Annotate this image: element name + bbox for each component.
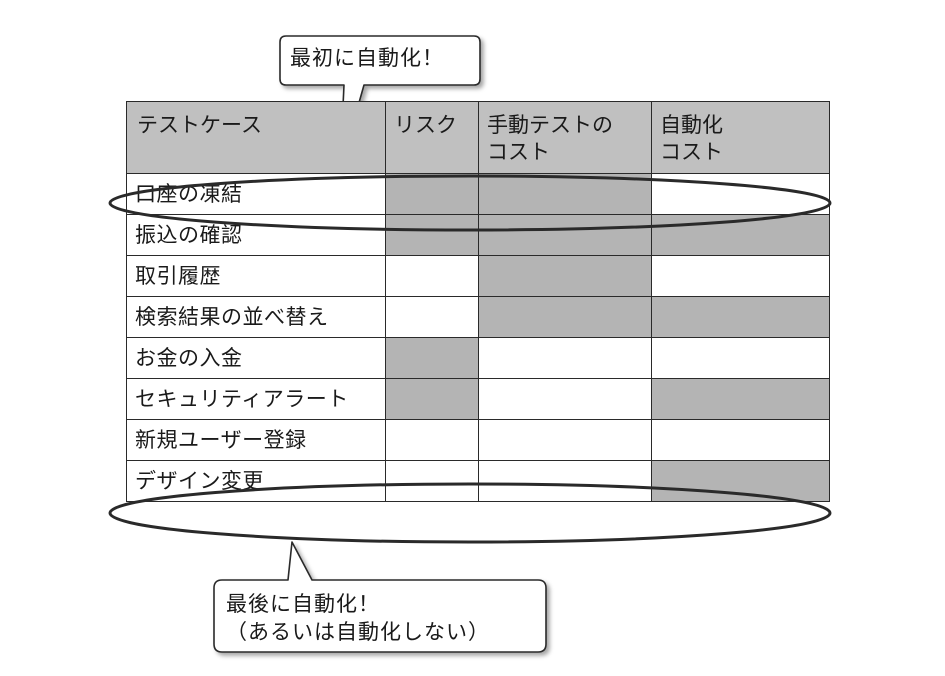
table-row: お金の入金 bbox=[126, 337, 830, 379]
bottom-callout-text: 最後に自動化！ （あるいは自動化しない） bbox=[226, 590, 490, 646]
manual-cost-cell bbox=[478, 296, 652, 338]
manual-cost-cell bbox=[478, 255, 652, 297]
risk-cell bbox=[385, 214, 479, 256]
test-case-name: 取引履歴 bbox=[126, 255, 386, 297]
manual-cost-cell bbox=[478, 214, 652, 256]
manual-cost-cell bbox=[478, 378, 652, 420]
automation-cost-cell bbox=[651, 378, 830, 420]
test-case-name: お金の入金 bbox=[126, 337, 386, 379]
manual-cost-cell bbox=[478, 173, 652, 215]
risk-cell bbox=[385, 378, 479, 420]
automation-cost-cell bbox=[651, 173, 830, 215]
table-header-row: テストケース リスク 手動テストの コスト 自動化 コスト bbox=[126, 101, 830, 174]
header-line: テストケース bbox=[137, 113, 262, 137]
manual-cost-cell bbox=[478, 337, 652, 379]
test-case-name: 振込の確認 bbox=[126, 214, 386, 256]
automation-cost-cell bbox=[651, 419, 830, 461]
table-row: デザイン変更 bbox=[126, 460, 830, 502]
header-line: コスト bbox=[660, 140, 723, 164]
bottom-callout-bubble bbox=[213, 541, 547, 653]
risk-cell bbox=[385, 337, 479, 379]
table-row: 振込の確認 bbox=[126, 214, 830, 256]
header-automation-cost: 自動化 コスト bbox=[651, 101, 830, 174]
risk-cell bbox=[385, 255, 479, 297]
table-row: 取引履歴 bbox=[126, 255, 830, 297]
table-row: 口座の凍結 bbox=[126, 173, 830, 215]
manual-cost-cell bbox=[478, 460, 652, 502]
test-case-name: セキュリティアラート bbox=[126, 378, 386, 420]
header-line: コスト bbox=[487, 140, 550, 164]
test-case-name: デザイン変更 bbox=[126, 460, 386, 502]
manual-cost-cell bbox=[478, 419, 652, 461]
header-test-case: テストケース bbox=[126, 101, 386, 174]
header-manual-cost: 手動テストの コスト bbox=[478, 101, 652, 174]
test-case-name: 口座の凍結 bbox=[126, 173, 386, 215]
automation-cost-cell bbox=[651, 296, 830, 338]
header-line: 手動テストの bbox=[487, 113, 613, 137]
bottom-callout-line: （あるいは自動化しない） bbox=[226, 620, 490, 644]
test-case-name: 新規ユーザー登録 bbox=[126, 419, 386, 461]
top-callout-text: 最初に自動化！ bbox=[290, 46, 444, 70]
bottom-callout-line: 最後に自動化！ bbox=[226, 592, 380, 616]
automation-cost-cell bbox=[651, 460, 830, 502]
risk-cell bbox=[385, 419, 479, 461]
table-row: 新規ユーザー登録 bbox=[126, 419, 830, 461]
test-case-name: 検索結果の並べ替え bbox=[126, 296, 386, 338]
risk-cell bbox=[385, 296, 479, 338]
automation-cost-cell bbox=[651, 337, 830, 379]
table-row: 検索結果の並べ替え bbox=[126, 296, 830, 338]
automation-cost-cell bbox=[651, 255, 830, 297]
risk-cell bbox=[385, 173, 479, 215]
header-risk: リスク bbox=[385, 101, 479, 174]
header-line: 自動化 bbox=[660, 113, 723, 137]
header-line: リスク bbox=[394, 113, 457, 137]
test-case-table: テストケース リスク 手動テストの コスト 自動化 コスト 口座の凍結振込の確認… bbox=[126, 101, 830, 502]
risk-cell bbox=[385, 460, 479, 502]
automation-cost-cell bbox=[651, 214, 830, 256]
table-row: セキュリティアラート bbox=[126, 378, 830, 420]
